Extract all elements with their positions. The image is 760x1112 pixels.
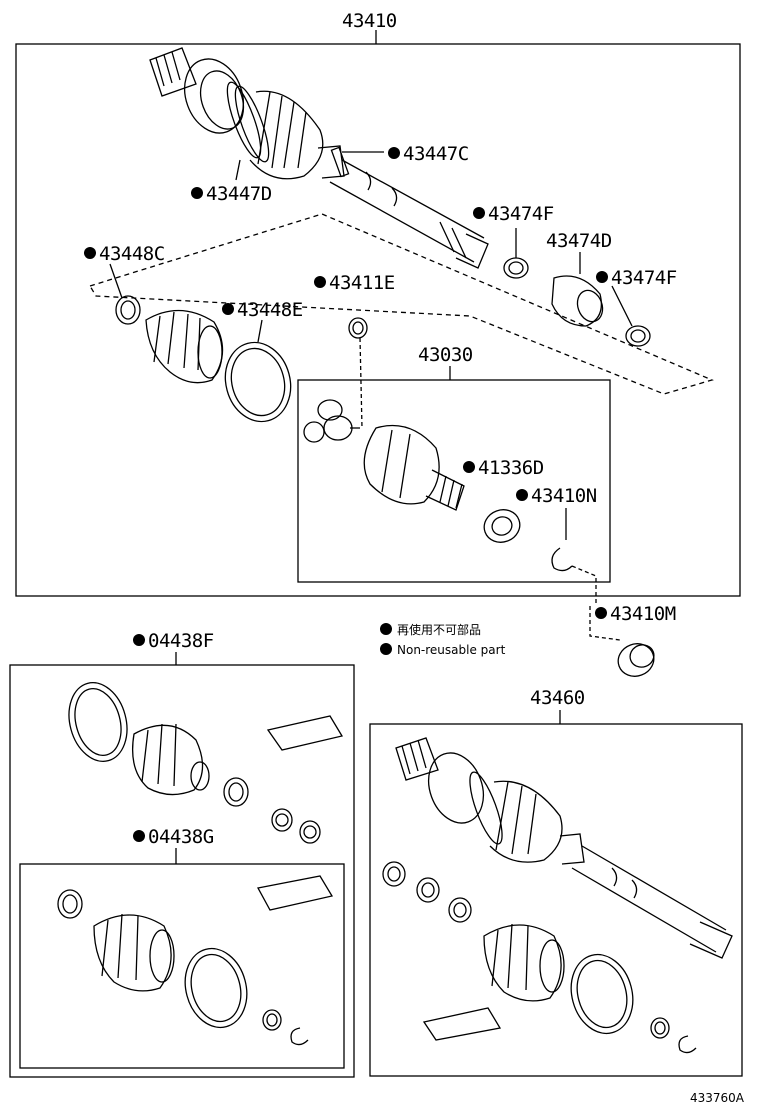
- tripod-joint: [303, 399, 360, 443]
- label-04438G: 04438G: [148, 826, 214, 848]
- bullet-04438G: [133, 830, 145, 842]
- bullet-41336D: [463, 461, 475, 473]
- clamp-43448E: [224, 319, 292, 423]
- kit-43460-parts: [382, 861, 697, 1054]
- clamp-43474F-a: [503, 228, 529, 279]
- reference-code: 433760A: [690, 1091, 745, 1105]
- boot-inner: [145, 309, 224, 384]
- label-43448E: 43448E: [237, 299, 303, 321]
- label-43410N: 43410N: [531, 485, 597, 507]
- bullet-43410N: [516, 489, 528, 501]
- label-43447D: 43447D: [206, 183, 272, 205]
- label-43474F-a: 43474F: [488, 203, 554, 225]
- legend-bullet-en: [380, 643, 392, 655]
- frame-43460: [369, 723, 743, 1077]
- clamp-43448C: [109, 263, 141, 325]
- bullet-43447C: [388, 147, 400, 159]
- bullet-43447D: [191, 187, 203, 199]
- ring-43411E: [348, 317, 368, 429]
- bullet-43410M: [595, 607, 607, 619]
- frame-04438F: [9, 664, 355, 1078]
- label-43410: 43410: [342, 10, 397, 32]
- clamp-43474F-b: [611, 285, 651, 347]
- bullet-04438F: [133, 634, 145, 646]
- legend-en: Non-reusable part: [397, 643, 506, 657]
- label-43447C: 43447C: [403, 143, 469, 165]
- bullet-43448E: [222, 303, 234, 315]
- frame-43030: [297, 379, 611, 583]
- legend-jp: 再使用不可部品: [397, 622, 481, 637]
- label-43474D: 43474D: [546, 230, 612, 252]
- damper-43474D: [551, 252, 604, 327]
- dashed-kit-outline: [89, 213, 714, 395]
- label-43411E: 43411E: [329, 272, 395, 294]
- bullet-43474F-a: [473, 207, 485, 219]
- bullet-43448C: [84, 247, 96, 259]
- bullet-43474F-b: [596, 271, 608, 283]
- drive-shaft-43460: [395, 737, 733, 959]
- frame-04438G: [19, 863, 345, 1069]
- label-43448C: 43448C: [99, 243, 165, 265]
- frame-43410: [15, 43, 741, 597]
- label-43410M: 43410M: [610, 603, 676, 625]
- label-43460: 43460: [530, 687, 585, 709]
- circlip-43410N: [551, 508, 597, 606]
- legend-bullet-jp: [380, 623, 392, 635]
- cap-43410M: [589, 606, 655, 677]
- label-04438F: 04438F: [148, 630, 214, 652]
- drive-shaft-main: [149, 47, 489, 269]
- seal-41336D: [483, 509, 521, 543]
- label-43474F-b: 43474F: [611, 267, 677, 289]
- kit-f-parts: [68, 682, 344, 844]
- label-41336D: 41336D: [478, 457, 544, 479]
- bullet-43411E: [314, 276, 326, 288]
- label-43030: 43030: [418, 344, 473, 366]
- inner-joint-housing: [363, 424, 465, 511]
- kit-g-parts: [57, 875, 334, 1046]
